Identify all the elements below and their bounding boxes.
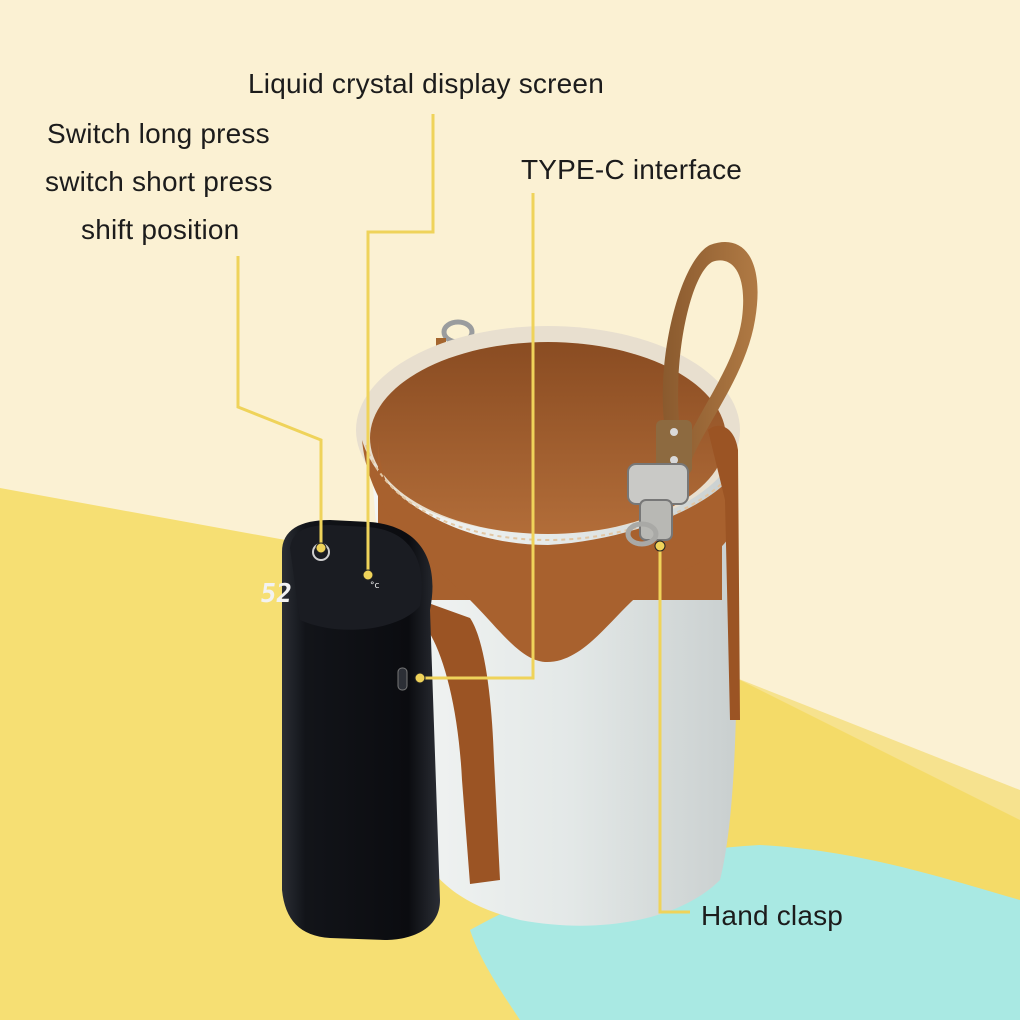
leader-typec — [420, 193, 535, 680]
callout-shift-position: shift position — [81, 214, 240, 245]
power-bank: 52 °c — [258, 520, 440, 940]
leader-clasp — [658, 548, 690, 914]
callout-hand-clasp: Hand clasp — [701, 900, 844, 931]
callout-switch-long-press: Switch long press — [47, 118, 270, 149]
leader-lines — [236, 114, 690, 914]
leader-dots — [315, 540, 666, 684]
callout-type-c-interface: TYPE-C interface — [521, 154, 743, 185]
hand-strap — [656, 241, 758, 474]
type-c-port-icon — [397, 667, 408, 691]
leader-lcd — [366, 114, 435, 575]
callout-switch-short-press: switch short press — [45, 166, 273, 197]
leader-switch — [236, 256, 323, 545]
leather-band — [362, 440, 736, 663]
lcd-display: 52 °c — [258, 579, 379, 609]
lcd-unit: °c — [370, 581, 380, 591]
clasp-hardware-icon — [625, 463, 689, 547]
callout-lcd-screen: Liquid crystal display screen — [248, 68, 604, 99]
side-leather-flap — [420, 600, 500, 884]
lcd-reading: 52 — [258, 579, 293, 609]
